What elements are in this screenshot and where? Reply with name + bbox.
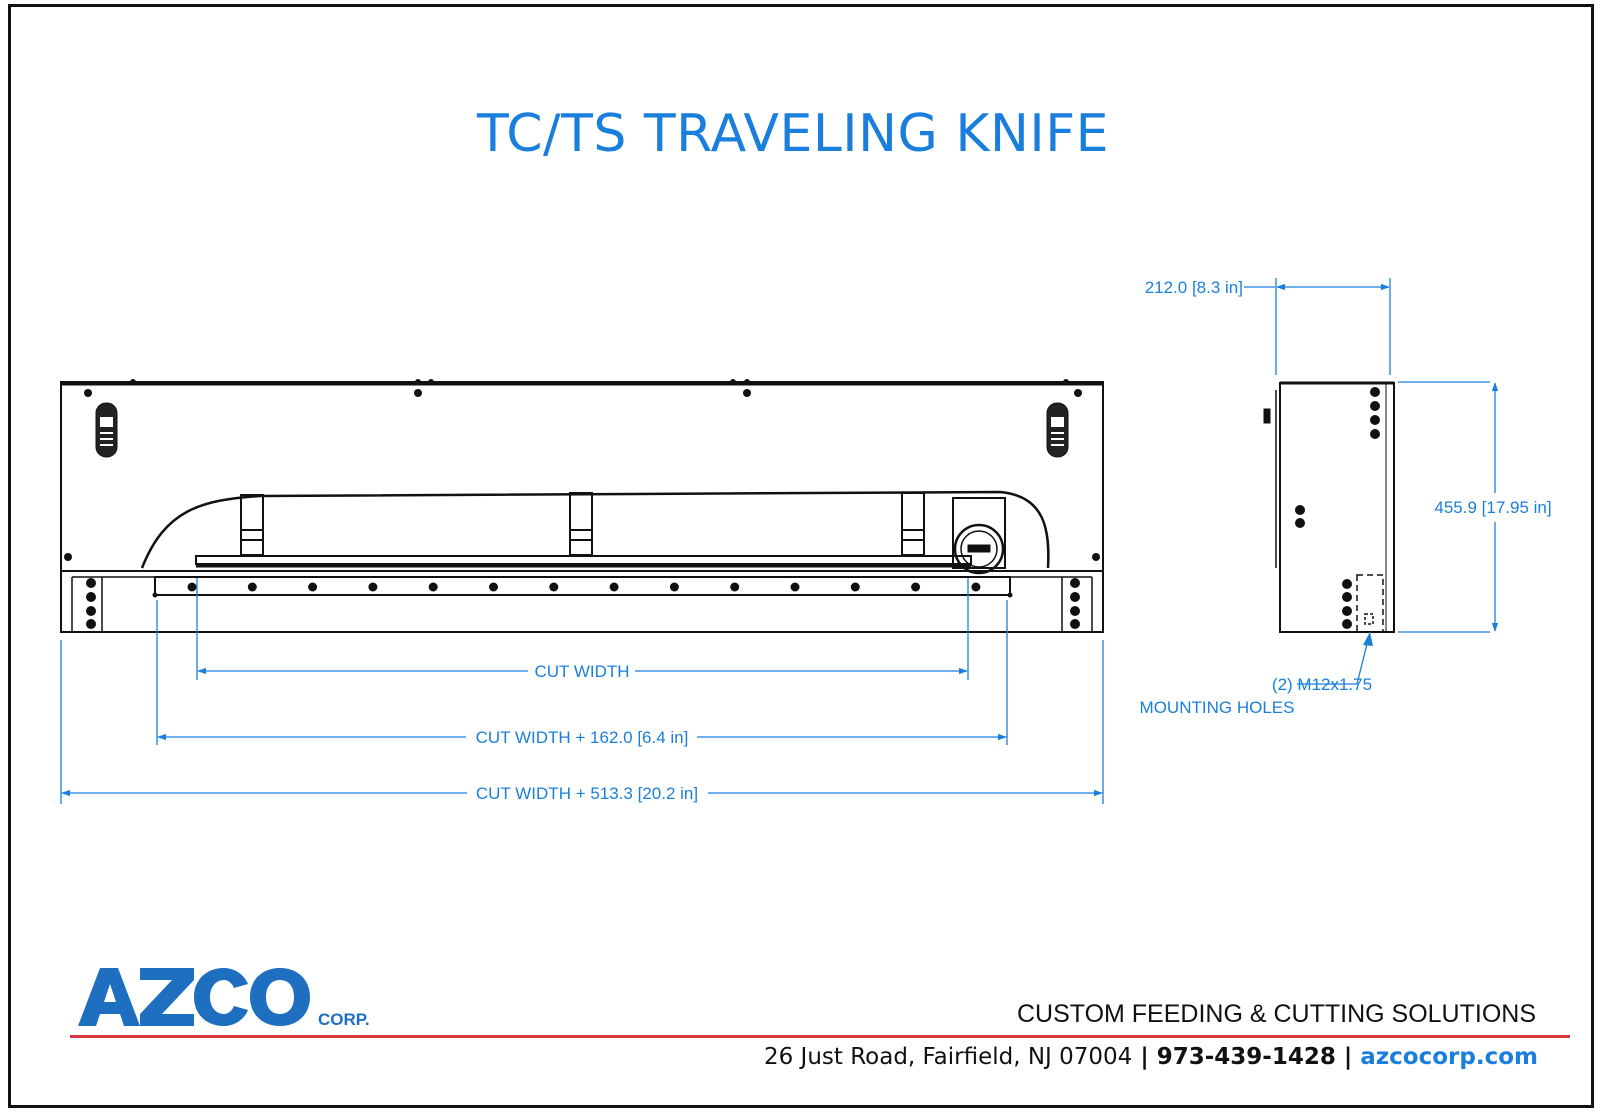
separator: | <box>1343 1044 1353 1070</box>
carriage-cover <box>140 490 1050 569</box>
mounting-holes-count-label: (2) M12x1.75 <box>1272 675 1372 694</box>
rail-hole <box>850 582 860 592</box>
rail-hole <box>609 582 619 592</box>
cut-width-plus-162-label: CUT WIDTH + 162.0 [6.4 in] <box>476 728 689 747</box>
right-latch <box>1046 402 1069 458</box>
depth-dimension-label: 212.0 [8.3 in] <box>1145 278 1243 297</box>
cut-width-plus-513-label: CUT WIDTH + 513.3 [20.2 in] <box>476 784 698 803</box>
top-studs <box>64 379 1100 561</box>
company-phone[interactable]: 973-439-1428 <box>1156 1044 1336 1070</box>
rail-hole <box>308 582 318 592</box>
drawing-sheet-border <box>8 4 1594 1108</box>
end-bolt-stacks <box>86 578 1080 629</box>
company-tagline: CUSTOM FEEDING & CUTTING SOLUTIONS <box>1016 1000 1536 1028</box>
azco-logo: CORP. <box>78 966 370 1033</box>
mounting-holes-label: MOUNTING HOLES <box>1140 698 1295 717</box>
rail-hole <box>911 582 921 592</box>
knife-wheel <box>952 497 1006 575</box>
carriage-brackets <box>240 492 925 556</box>
rail-hole <box>489 582 498 592</box>
logo-corp-text: CORP. <box>318 1010 370 1029</box>
contact-line: 26 Just Road, Fairfield, NJ 07004 | 973-43… <box>764 1044 1538 1070</box>
rail-hole <box>549 582 559 592</box>
front-view <box>60 379 1104 633</box>
rail-hole <box>187 582 197 592</box>
footer-rule <box>70 1035 1570 1038</box>
rail-hole <box>971 582 981 592</box>
left-latch <box>95 402 118 458</box>
dimension-lines <box>60 278 1499 804</box>
company-website-link[interactable]: azcocorp.com <box>1360 1044 1538 1070</box>
rail-end-pin <box>1007 592 1013 598</box>
drawing-title: TC/TS TRAVELING KNIFE <box>477 104 1109 164</box>
rail-hole <box>247 582 257 592</box>
separator: | <box>1140 1044 1149 1070</box>
side-bolts <box>1295 387 1380 629</box>
rail-hole <box>428 582 438 592</box>
cut-width-label: CUT WIDTH <box>534 662 629 681</box>
rail-end-pin <box>152 592 158 598</box>
azco-logo-mark <box>78 968 310 1026</box>
company-address: 26 Just Road, Fairfield, NJ 07004 <box>763 1044 1133 1070</box>
rail-hole <box>730 582 740 592</box>
side-view <box>1263 381 1395 633</box>
rail-holes <box>152 582 1013 598</box>
rail-hole <box>368 582 378 592</box>
height-dimension-label: 455.9 [17.95 in] <box>1434 498 1551 517</box>
rail-hole <box>669 582 679 592</box>
rail-hole <box>790 582 800 592</box>
